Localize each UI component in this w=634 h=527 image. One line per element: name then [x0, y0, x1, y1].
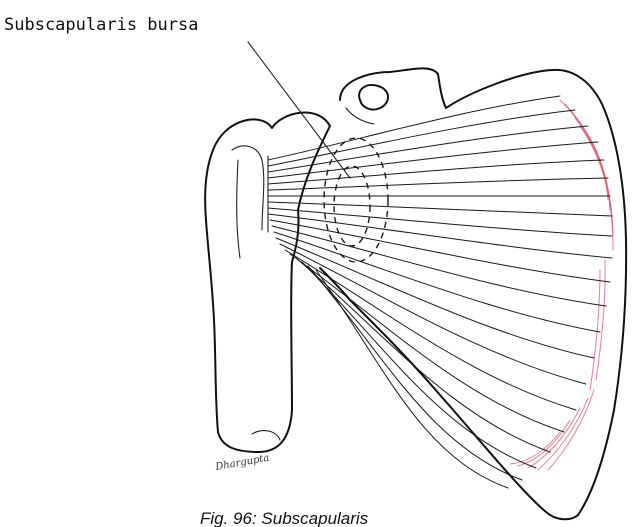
subscapularis-fibers — [268, 96, 612, 488]
bicipital-groove — [237, 160, 240, 258]
artist-signature: Dhargupta — [214, 453, 271, 473]
coracoid-process — [359, 85, 388, 110]
humerus-lower-detail — [252, 431, 280, 440]
scapula-neck — [346, 108, 374, 124]
figure-caption: Fig. 96: Subscapularis — [200, 509, 369, 527]
scapula-outline — [320, 68, 626, 519]
bursa-label: Subscapularis bursa — [4, 15, 198, 35]
bursa-leader-line — [248, 42, 350, 178]
muscle-origin-tint — [510, 100, 613, 470]
